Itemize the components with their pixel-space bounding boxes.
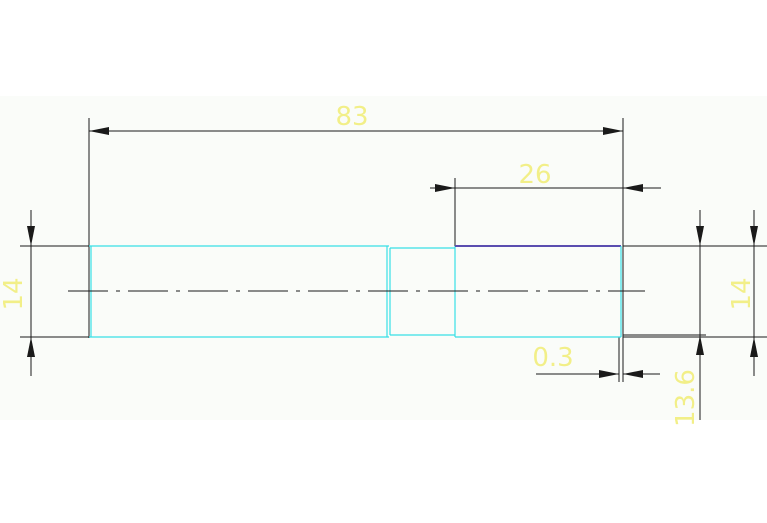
dimension-lines xyxy=(27,127,758,420)
dim-text-groove-offset: 0.3 xyxy=(532,343,573,373)
dim-text-overall-length: 83 xyxy=(335,102,368,132)
part-outline xyxy=(89,245,622,338)
dim-text-section-length: 26 xyxy=(518,160,551,190)
dim-text-right-diameter: 14 xyxy=(727,277,757,310)
dim-text-groove-diameter: 13.6 xyxy=(671,369,701,427)
dim-text-left-diameter: 14 xyxy=(0,277,29,310)
extension-lines xyxy=(20,118,767,382)
drawing-area xyxy=(0,96,767,420)
